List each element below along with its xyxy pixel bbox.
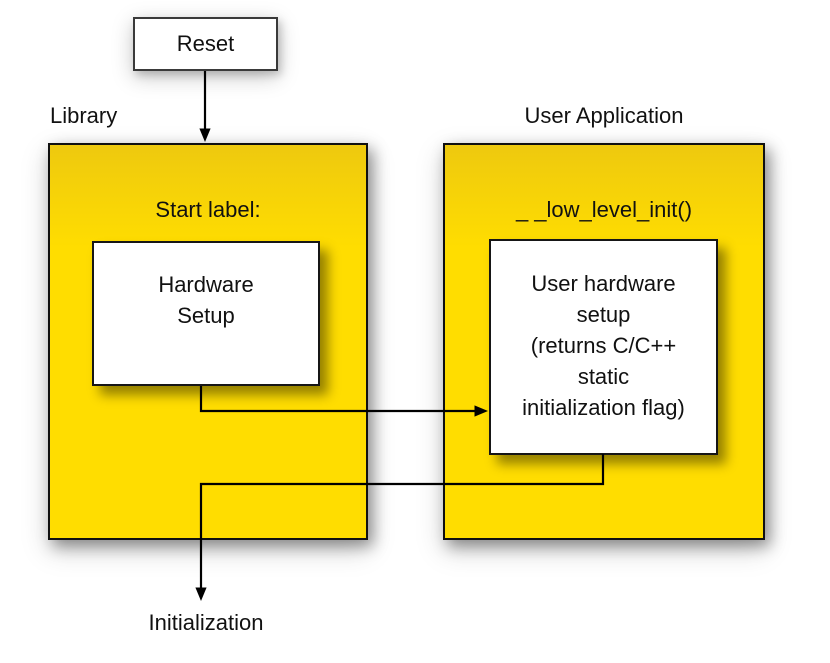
user-application-title: User Application bbox=[524, 103, 684, 128]
reset-box: Reset bbox=[133, 17, 278, 71]
reset-arrow bbox=[199, 71, 211, 142]
initialization-label: Initialization bbox=[148, 610, 264, 635]
user-hardware-setup-box: User hardware setup (returns C/C++ stati… bbox=[489, 239, 718, 455]
start-label: Start label: bbox=[155, 197, 261, 222]
low-level-init-label: _ _low_level_init() bbox=[515, 197, 693, 222]
reset-box-label: Reset bbox=[176, 31, 235, 56]
library-title: Library bbox=[50, 103, 118, 128]
hardware-setup-box: Hardware Setup bbox=[92, 241, 320, 386]
